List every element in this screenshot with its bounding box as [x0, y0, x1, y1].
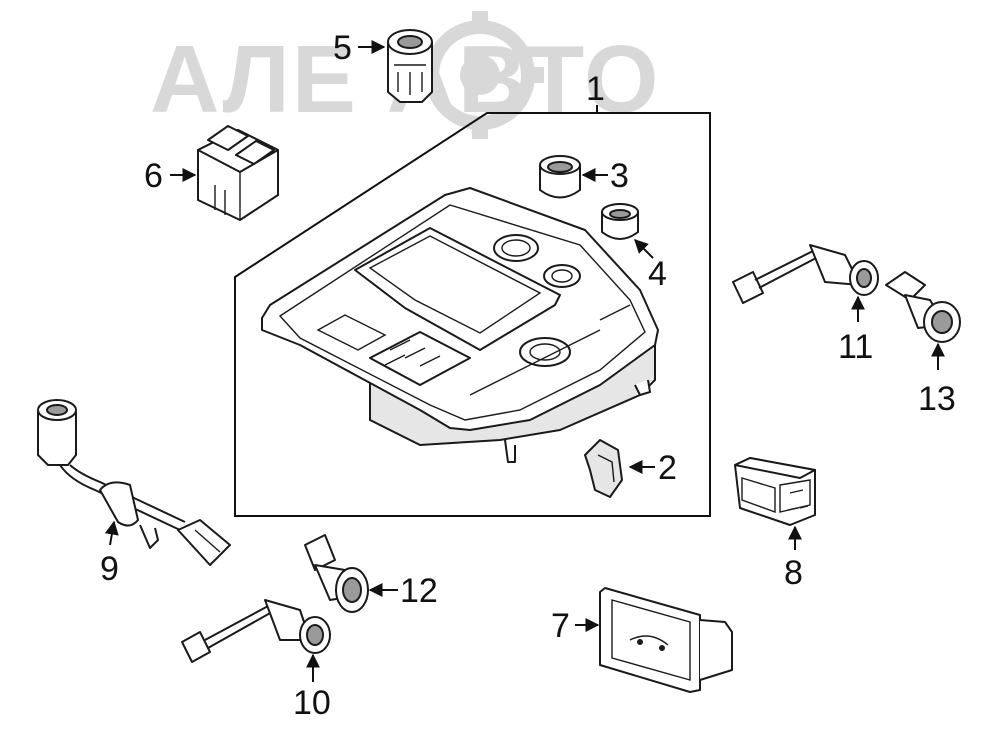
- callout-13: 13: [918, 380, 956, 418]
- callout-5: 5: [333, 29, 352, 67]
- callout-9: 9: [100, 550, 119, 588]
- trunk-switch: [599, 587, 733, 693]
- callout-8: 8: [784, 554, 803, 592]
- callout-11: 11: [838, 328, 873, 366]
- sensor-with-wire-upper: [732, 244, 879, 304]
- leader-4: [634, 239, 654, 259]
- callout-1: 1: [586, 70, 605, 108]
- callout-12: 12: [400, 572, 438, 610]
- power-socket: [387, 29, 433, 103]
- knob-cap-small: [601, 203, 639, 240]
- callout-6: 6: [144, 157, 163, 195]
- console-panel: [261, 187, 659, 463]
- callout-3: 3: [610, 157, 629, 195]
- knob-cap-large: [539, 155, 581, 199]
- sensor-housing: [885, 271, 961, 343]
- leader-9: [104, 520, 119, 546]
- switch-module: [734, 457, 816, 526]
- socket-with-harness: [37, 399, 231, 566]
- retainer-clip: [584, 439, 623, 498]
- sensor-body: [304, 534, 369, 613]
- assembly-frame: [234, 112, 711, 517]
- callout-4: 4: [648, 255, 667, 293]
- double-switch: [197, 125, 279, 221]
- callout-2: 2: [658, 449, 677, 487]
- callout-7: 7: [551, 607, 570, 645]
- sensor-with-wire: [181, 599, 331, 663]
- callout-10: 10: [293, 684, 331, 722]
